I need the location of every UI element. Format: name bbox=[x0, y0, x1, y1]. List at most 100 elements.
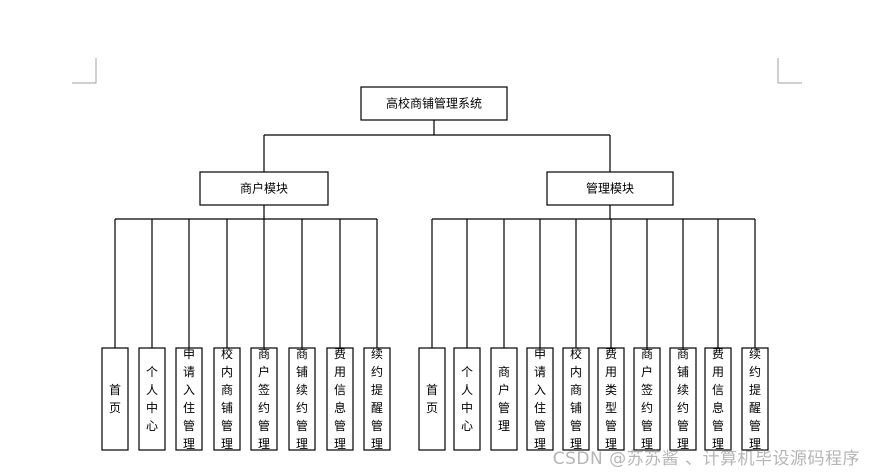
label-char: 管 bbox=[221, 418, 233, 433]
connector-lines bbox=[114, 120, 756, 348]
leaf-node-label: 费用信息管理 bbox=[712, 347, 724, 451]
label-char: 续 bbox=[296, 383, 308, 397]
leaf-node: 个人中心 bbox=[138, 347, 166, 451]
label-char: 铺 bbox=[570, 401, 582, 415]
leaf-node-box bbox=[138, 347, 166, 451]
leaf-node-box bbox=[669, 347, 697, 451]
label-char: 信 bbox=[712, 383, 724, 397]
label-char: 商 bbox=[258, 346, 270, 361]
leaf-node-label: 续约提醒管理 bbox=[749, 347, 761, 451]
leaf-node: 费用类型管理 bbox=[597, 347, 625, 451]
label-char: 约 bbox=[677, 400, 689, 415]
leaf-node-label: 费用类型管理 bbox=[605, 347, 617, 451]
leaf-node: 申请入住管理 bbox=[175, 347, 203, 451]
label-char: 续 bbox=[677, 383, 689, 397]
leaf-node-label: 商铺续约管理 bbox=[677, 346, 689, 451]
leaf-node: 个人中心 bbox=[453, 347, 481, 451]
label-char: 管 bbox=[605, 418, 617, 433]
label-char: 用 bbox=[605, 365, 617, 379]
leaf-node-label: 商户签约管理 bbox=[258, 346, 270, 451]
leaf-node: 费用信息管理 bbox=[326, 347, 354, 451]
leaf-node-box bbox=[526, 347, 554, 451]
label-char: 约 bbox=[749, 364, 761, 379]
label-char: 心 bbox=[146, 419, 158, 433]
leaf-node-box bbox=[633, 347, 661, 451]
leaf-node-box bbox=[562, 347, 590, 451]
label-char: 商 bbox=[570, 382, 582, 397]
label-char: 用 bbox=[334, 365, 346, 379]
label-char: 费 bbox=[605, 347, 617, 361]
leaf-node-box bbox=[250, 347, 278, 451]
label-char: 铺 bbox=[677, 365, 689, 379]
label-char: 类 bbox=[605, 383, 617, 397]
label-char: 理 bbox=[677, 437, 689, 451]
label-char: 理 bbox=[641, 437, 653, 451]
label-char: 理 bbox=[712, 437, 724, 451]
label-char: 心 bbox=[461, 419, 473, 433]
leaf-node-box bbox=[101, 347, 129, 451]
label-char: 户 bbox=[641, 364, 653, 379]
label-char: 人 bbox=[146, 383, 158, 397]
leaf-node-label: 个人中心 bbox=[461, 365, 473, 433]
label-char: 个 bbox=[461, 365, 473, 379]
label-char: 请 bbox=[534, 365, 546, 379]
leaf-node-label: 个人中心 bbox=[146, 365, 158, 433]
label-char: 商 bbox=[221, 382, 233, 397]
label-char: 理 bbox=[334, 437, 346, 451]
label-char: 约 bbox=[296, 400, 308, 415]
label-char: 管 bbox=[371, 418, 383, 433]
label-char: 入 bbox=[534, 383, 546, 397]
label-char: 管 bbox=[296, 418, 308, 433]
label-char: 页 bbox=[109, 401, 121, 415]
module-node-label: 管理模块 bbox=[586, 181, 634, 196]
label-char: 用 bbox=[712, 365, 724, 379]
leaf-node-box bbox=[418, 347, 446, 451]
label-char: 内 bbox=[570, 365, 582, 379]
label-char: 费 bbox=[712, 347, 724, 361]
label-char: 申 bbox=[183, 347, 195, 361]
label-char: 理 bbox=[221, 437, 233, 451]
label-char: 约 bbox=[371, 364, 383, 379]
leaf-node-label: 费用信息管理 bbox=[334, 347, 346, 451]
label-char: 续 bbox=[749, 347, 761, 361]
label-char: 理 bbox=[296, 437, 308, 451]
label-char: 管 bbox=[677, 418, 689, 433]
leaf-node-label: 校内商铺管理 bbox=[570, 346, 582, 451]
label-char: 约 bbox=[258, 400, 270, 415]
module-node-box bbox=[546, 171, 674, 206]
label-char: 理 bbox=[371, 437, 383, 451]
leaf-node-label: 商户管理 bbox=[498, 364, 510, 433]
label-char: 理 bbox=[183, 437, 195, 451]
label-char: 管 bbox=[534, 418, 546, 433]
leaf-node-box bbox=[213, 347, 241, 451]
label-char: 费 bbox=[334, 347, 346, 361]
label-char: 商 bbox=[498, 364, 510, 379]
leaf-node-box bbox=[741, 347, 769, 451]
label-char: 住 bbox=[534, 401, 546, 415]
leaf-node-label: 首页 bbox=[426, 383, 438, 415]
label-char: 管 bbox=[258, 418, 270, 433]
leaf-node: 商铺续约管理 bbox=[669, 346, 697, 451]
label-char: 请 bbox=[183, 365, 195, 379]
label-char: 提 bbox=[749, 382, 761, 397]
label-char: 管 bbox=[334, 418, 346, 433]
leaf-node-label: 申请入住管理 bbox=[534, 347, 546, 451]
label-char: 校 bbox=[221, 346, 233, 361]
label-char: 管 bbox=[183, 418, 195, 433]
leaf-node-label: 续约提醒管理 bbox=[371, 347, 383, 451]
label-char: 理 bbox=[605, 437, 617, 451]
leaf-node-label: 商户签约管理 bbox=[641, 346, 653, 451]
label-char: 商 bbox=[296, 346, 308, 361]
leaf-node: 商户签约管理 bbox=[633, 346, 661, 451]
label-char: 信 bbox=[334, 383, 346, 397]
root-node-box bbox=[360, 86, 508, 121]
label-char: 管 bbox=[570, 418, 582, 433]
label-char: 管 bbox=[498, 400, 510, 415]
label-char: 首 bbox=[426, 383, 438, 397]
label-char: 中 bbox=[461, 400, 473, 415]
label-char: 理 bbox=[258, 437, 270, 451]
label-char: 息 bbox=[712, 400, 724, 415]
label-char: 型 bbox=[605, 401, 617, 415]
leaf-node: 申请入住管理 bbox=[526, 347, 554, 451]
label-char: 住 bbox=[183, 401, 195, 415]
